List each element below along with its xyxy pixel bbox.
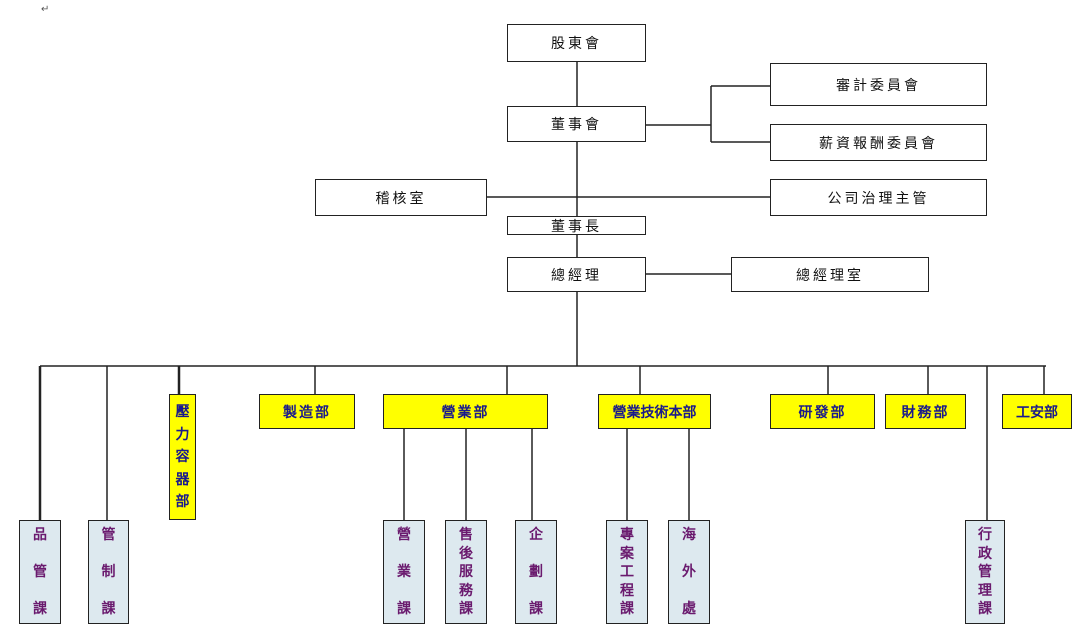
shareholders-box: 股東會 bbox=[507, 24, 646, 62]
planning-section-label-char-0: 企 bbox=[529, 527, 543, 543]
after-sales-section-label-char-0: 售 bbox=[459, 527, 473, 543]
remuneration-committee-box: 薪資報酬委員會 bbox=[770, 124, 987, 161]
project-eng-section: 專案工程課 bbox=[606, 520, 648, 624]
general-manager-box: 總經理 bbox=[507, 257, 646, 292]
pressure-vessel-dept-label-char-2: 容 bbox=[175, 449, 190, 465]
project-eng-section-label-char-1: 案 bbox=[620, 545, 634, 562]
after-sales-section-label-char-3: 務 bbox=[459, 582, 473, 599]
qc-section-label-char-1: 管 bbox=[33, 564, 47, 580]
admin-section: 行政管理課 bbox=[965, 520, 1005, 624]
pressure-vessel-dept-label-char-1: 力 bbox=[175, 426, 190, 443]
admin-section-label-char-2: 管 bbox=[978, 564, 992, 580]
internal-audit-box: 稽核室 bbox=[315, 179, 487, 216]
gm-office-box: 總經理室 bbox=[731, 257, 929, 292]
admin-section-label-char-0: 行 bbox=[978, 527, 992, 543]
project-eng-section-label: 專案工程課 bbox=[620, 521, 634, 623]
safety-dept: 工安部 bbox=[1002, 394, 1072, 429]
project-eng-section-label-char-3: 程 bbox=[620, 582, 634, 599]
sales-section-label-char-2: 課 bbox=[397, 601, 411, 617]
after-sales-section-label-char-4: 課 bbox=[459, 601, 473, 617]
pressure-vessel-dept-label-char-3: 器 bbox=[175, 471, 190, 488]
sales-section: 營業課 bbox=[383, 520, 425, 624]
overseas-section-label: 海外處 bbox=[682, 521, 696, 623]
overseas-section: 海外處 bbox=[668, 520, 710, 624]
planning-section: 企劃課 bbox=[515, 520, 557, 624]
sales-dept: 營業部 bbox=[383, 394, 548, 429]
after-sales-section-label-char-1: 後 bbox=[459, 545, 473, 562]
audit-committee-box: 審計委員會 bbox=[770, 63, 987, 106]
after-sales-section-label-char-2: 服 bbox=[459, 564, 473, 580]
admin-section-label-char-3: 理 bbox=[978, 582, 992, 599]
sales-section-label-char-1: 業 bbox=[397, 564, 411, 580]
qc-section-label-char-2: 課 bbox=[33, 601, 47, 617]
paragraph-mark: ↵ bbox=[41, 4, 50, 15]
rnd-dept: 研發部 bbox=[770, 394, 875, 429]
pressure-vessel-dept-label-char-4: 部 bbox=[175, 494, 190, 510]
planning-section-label-char-2: 課 bbox=[529, 601, 543, 617]
after-sales-section: 售後服務課 bbox=[445, 520, 487, 624]
planning-section-label-char-1: 劃 bbox=[529, 564, 543, 580]
control-section-label-char-0: 管 bbox=[101, 527, 116, 543]
governance-officer-box: 公司治理主管 bbox=[770, 179, 987, 216]
qc-section-label: 品管課 bbox=[33, 521, 47, 623]
pressure-vessel-dept-label-char-0: 壓 bbox=[175, 404, 190, 420]
admin-section-label-char-1: 政 bbox=[978, 545, 992, 562]
manufacturing-dept: 製造部 bbox=[259, 394, 355, 429]
sales-section-label: 營業課 bbox=[397, 521, 411, 623]
control-section-label-char-2: 課 bbox=[101, 601, 116, 617]
board-box: 董事會 bbox=[507, 106, 646, 142]
control-section-label: 管制課 bbox=[102, 521, 116, 623]
overseas-section-label-char-1: 外 bbox=[682, 564, 696, 580]
chairman-box: 董事長 bbox=[507, 216, 646, 235]
pressure-vessel-dept-label: 壓力容器部 bbox=[176, 395, 190, 519]
overseas-section-label-char-2: 處 bbox=[682, 601, 696, 617]
qc-section-label-char-0: 品 bbox=[33, 527, 47, 543]
qc-section: 品管課 bbox=[19, 520, 61, 624]
sales-section-label-char-0: 營 bbox=[397, 527, 411, 543]
after-sales-section-label: 售後服務課 bbox=[459, 521, 473, 623]
project-eng-section-label-char-0: 專 bbox=[620, 527, 634, 543]
pressure-vessel-dept: 壓力容器部 bbox=[169, 394, 196, 520]
overseas-section-label-char-0: 海 bbox=[682, 527, 696, 543]
finance-dept: 財務部 bbox=[885, 394, 966, 429]
admin-section-label-char-4: 課 bbox=[978, 601, 992, 617]
control-section: 管制課 bbox=[88, 520, 129, 624]
project-eng-section-label-char-4: 課 bbox=[620, 601, 634, 617]
control-section-label-char-1: 制 bbox=[101, 564, 116, 580]
planning-section-label: 企劃課 bbox=[529, 521, 543, 623]
admin-section-label: 行政管理課 bbox=[978, 521, 992, 623]
project-eng-section-label-char-2: 工 bbox=[620, 564, 634, 580]
sales-tech-dept: 營業技術本部 bbox=[598, 394, 711, 429]
